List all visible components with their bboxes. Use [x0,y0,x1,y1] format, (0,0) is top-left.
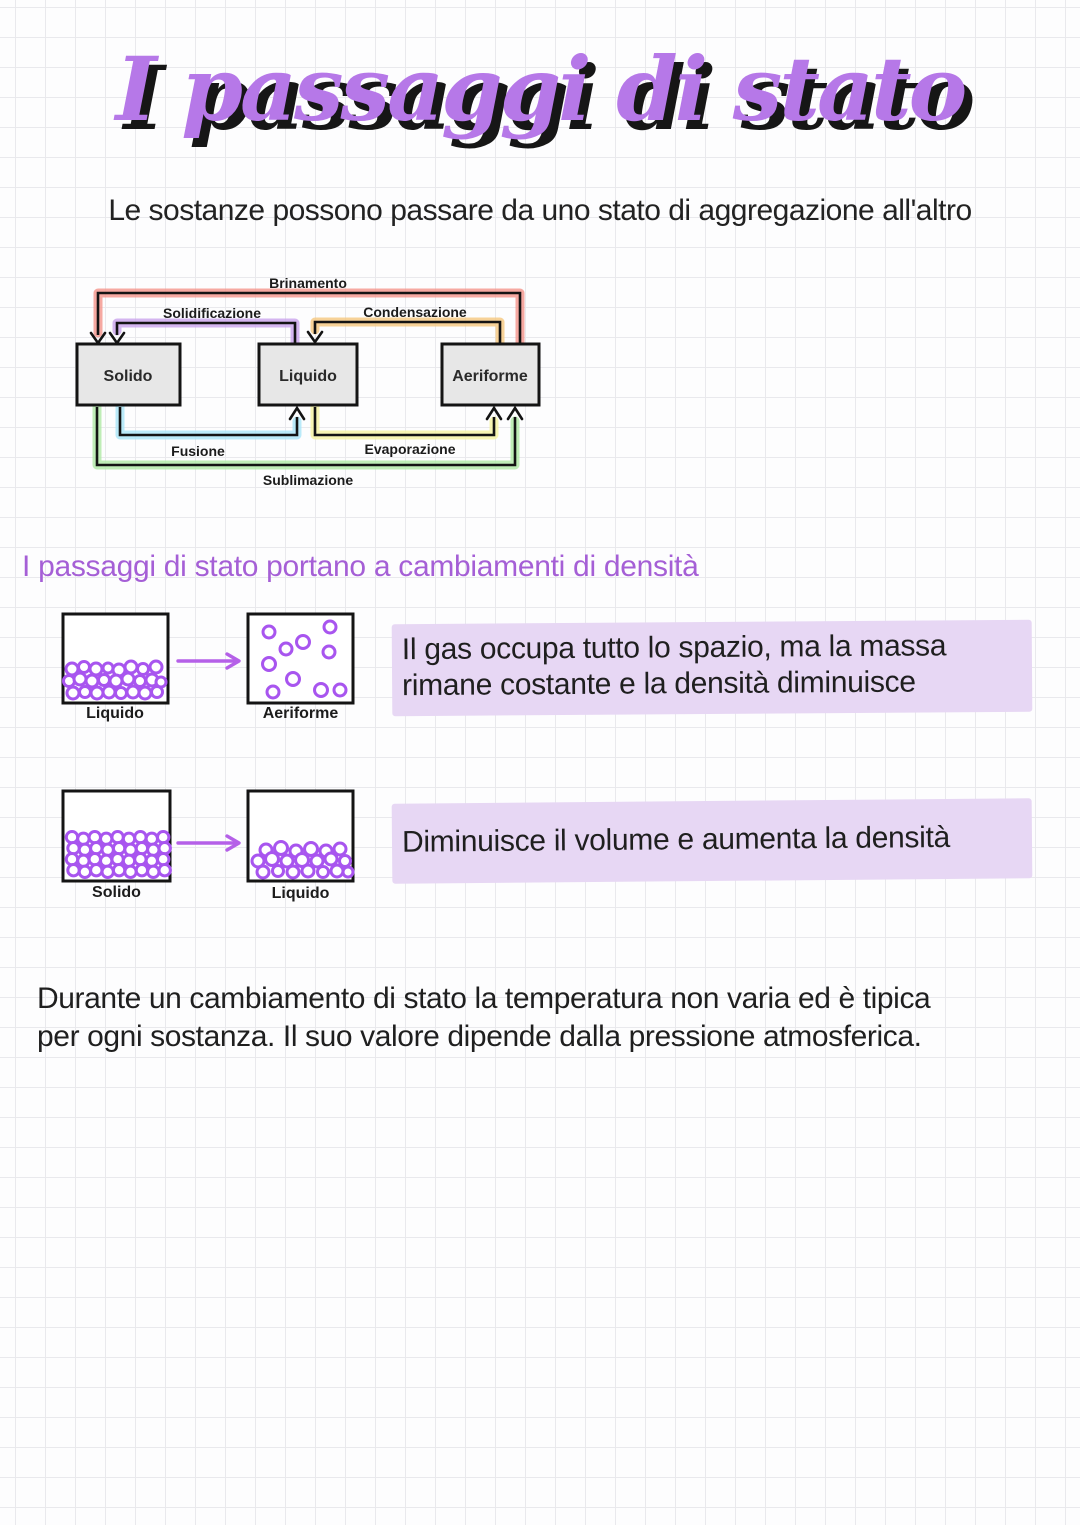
solid-to-liquid-figure [61,789,355,883]
transition-label: Brinamento [269,275,347,291]
figure-label: Liquido [86,705,144,722]
state-box-aeriforme: Aeriforme [440,342,541,407]
arrowhead [485,405,503,421]
transition-label: Sublimazione [263,472,353,488]
page-title: I passaggi di stato [115,37,968,141]
note-line: rimane costante e la densità diminuisce [402,665,916,703]
state-label: Liquido [279,368,337,385]
transition-evaporazione: Evaporazione [310,402,503,457]
transition-condensazione: Condensazione [306,304,505,350]
transition-label: Evaporazione [364,441,455,457]
note-line: Diminuisce il volume e aumenta la densit… [401,820,951,859]
liquid-particles [62,659,168,701]
note-line: Il gas occupa tutto lo spazio, ma la mas… [401,629,947,667]
state-label: Aeriforme [452,368,528,385]
figure-label: Aeriforme [262,705,339,722]
arrowhead [306,330,324,345]
transition-label: Solidificazione [163,305,261,321]
gas-density-note: Il gas occupa tutto lo spazio, ma la mas… [391,619,1033,717]
footer-line: Durante un cambiamento di stato la tempe… [37,982,931,1015]
solid-particles [64,830,172,880]
transition-brinamento: Brinamento [89,275,525,350]
figure-label: Solido [92,884,141,901]
transition-label: Condensazione [363,304,467,320]
state-transition-diagram: Brinamento Solidificazione Condensazione… [75,275,541,488]
arrowhead [506,405,524,421]
right-arrow-icon [176,834,241,852]
footer-line: per ogni sostanza. Il suo valore dipende… [37,1020,922,1053]
state-box-solido: Solido [75,342,182,407]
liquid-to-gas-figure [61,612,355,705]
transition-label: Fusione [171,443,225,459]
figure-label: Liquido [271,885,330,902]
subtitle-text: Le sostanze possono passare da uno stato… [108,194,972,227]
footer-paragraph: Durante un cambiamento di stato la tempe… [37,980,1057,1056]
state-label: Solido [104,368,153,385]
transition-fusione: Fusione [115,402,306,459]
transition-solidificazione: Solidificazione [108,305,300,350]
volume-density-note: Diminuisce il volume e aumenta la densit… [391,798,1033,884]
density-section-heading: I passaggi di stato portano a cambiament… [22,550,699,583]
transition-sublimazione: Sublimazione [92,402,524,488]
liquid-particles [250,840,355,880]
gas-particles [261,619,348,700]
right-arrow-icon [176,652,241,670]
state-box-liquido: Liquido [257,342,359,407]
arrowhead [288,405,306,421]
